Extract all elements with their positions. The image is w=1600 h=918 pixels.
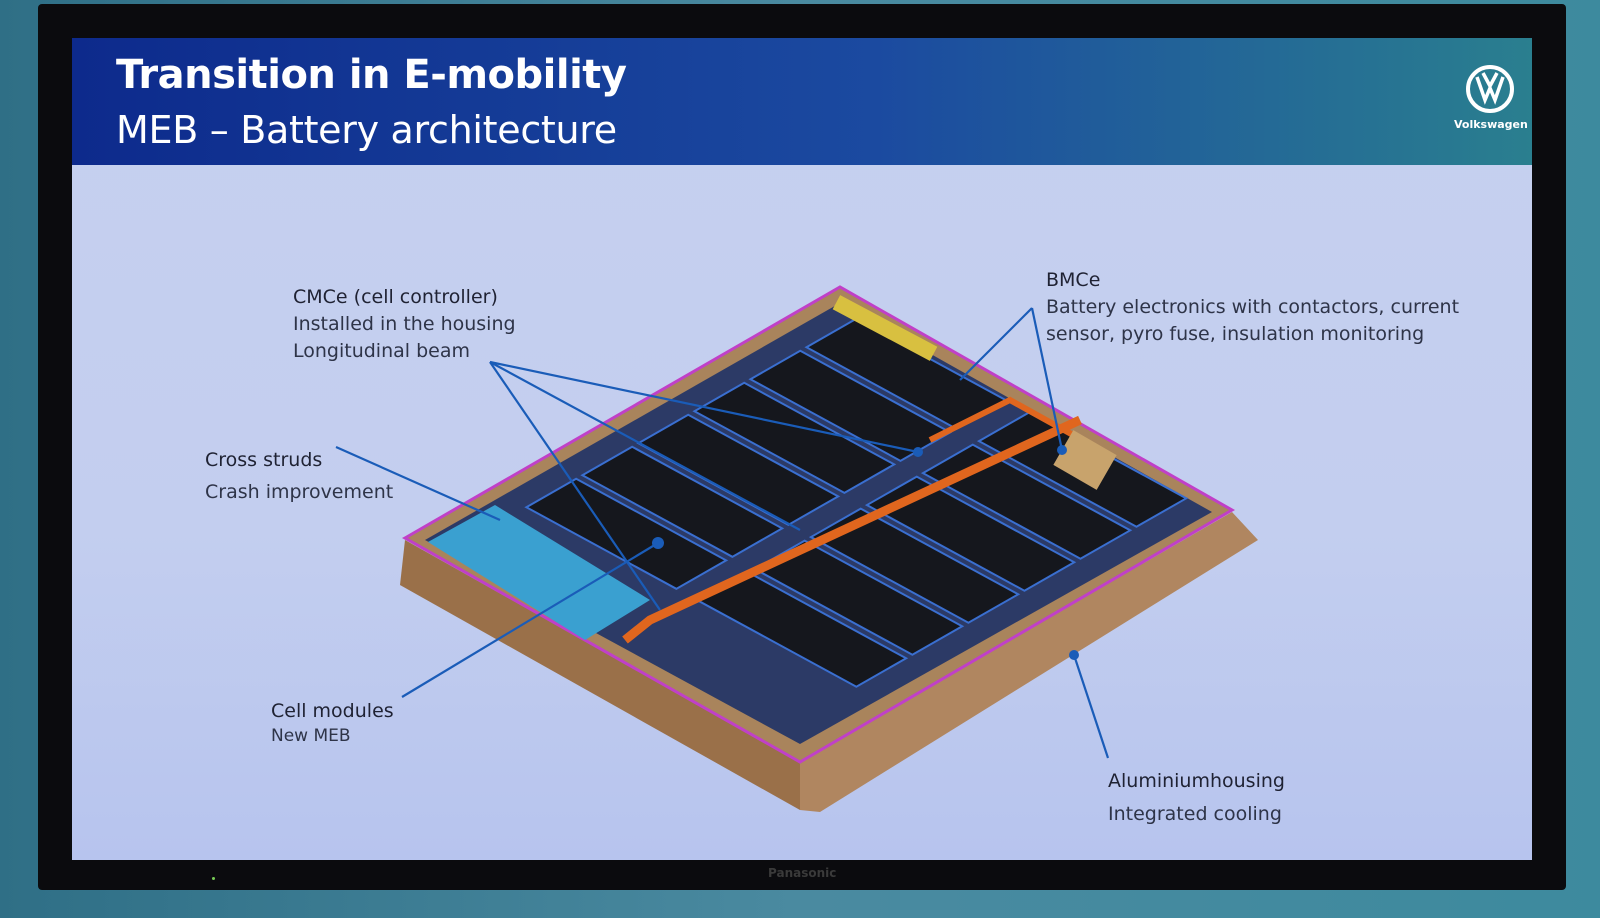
battery-diagram — [335, 285, 1258, 812]
presentation-slide: Transition in E-mobility MEB – Battery a… — [72, 38, 1532, 860]
bmce-unit — [1053, 430, 1117, 490]
label-bmce: BMCe Battery electronics with contactors… — [1046, 267, 1459, 348]
bmce-line1: Battery electronics with contactors, cur… — [1046, 296, 1460, 318]
cell-modules-title: Cell modules — [271, 700, 394, 722]
leader-lines — [335, 307, 1110, 759]
label-cross-struts: Cross struds Crash improvement — [205, 444, 393, 508]
busbar — [622, 415, 1082, 644]
housing-right-side — [800, 512, 1258, 812]
busbar-branch — [928, 396, 1102, 453]
cell-module — [692, 381, 897, 494]
label-housing: Aluminiumhousing Integrated cooling — [1108, 765, 1285, 831]
slide-subtitle: MEB – Battery architecture — [116, 108, 617, 152]
cross-struts-title: Cross struds — [205, 449, 323, 471]
logo-text: Volkswagen — [1454, 118, 1528, 131]
monitor-brand: Panasonic — [768, 866, 837, 880]
label-cell-modules: Cell modules New MEB — [271, 698, 394, 747]
cell-module — [580, 445, 785, 558]
cmce-line1: Installed in the housing — [293, 313, 516, 335]
bmce-title: BMCe — [1046, 269, 1101, 291]
cmce-title: CMCe (cell controller) — [293, 286, 498, 308]
cell-module — [752, 539, 965, 656]
housing-line1: Integrated cooling — [1108, 803, 1282, 825]
cell-module — [864, 475, 1077, 592]
housing-title: Aluminiumhousing — [1108, 770, 1285, 792]
slide-header: Transition in E-mobility MEB – Battery a… — [72, 38, 1532, 165]
vw-emblem-icon — [1466, 65, 1514, 113]
bmce-line2: sensor, pyro fuse, insulation monitoring — [1046, 323, 1425, 345]
cell-module — [808, 507, 1021, 624]
cell-modules-line1: New MEB — [271, 726, 351, 746]
power-led — [212, 877, 215, 880]
label-cmce: CMCe (cell controller) Installed in the … — [293, 284, 516, 365]
bmce-board — [832, 295, 938, 361]
cross-struts-line1: Crash improvement — [205, 481, 394, 503]
cmce-line2: Longitudinal beam — [293, 340, 470, 362]
housing-left-side — [400, 540, 800, 810]
volkswagen-logo: Volkswagen — [1454, 64, 1528, 131]
cooling-plate — [428, 505, 650, 640]
slide-title: Transition in E-mobility — [116, 52, 627, 98]
housing-floor — [425, 303, 1212, 744]
